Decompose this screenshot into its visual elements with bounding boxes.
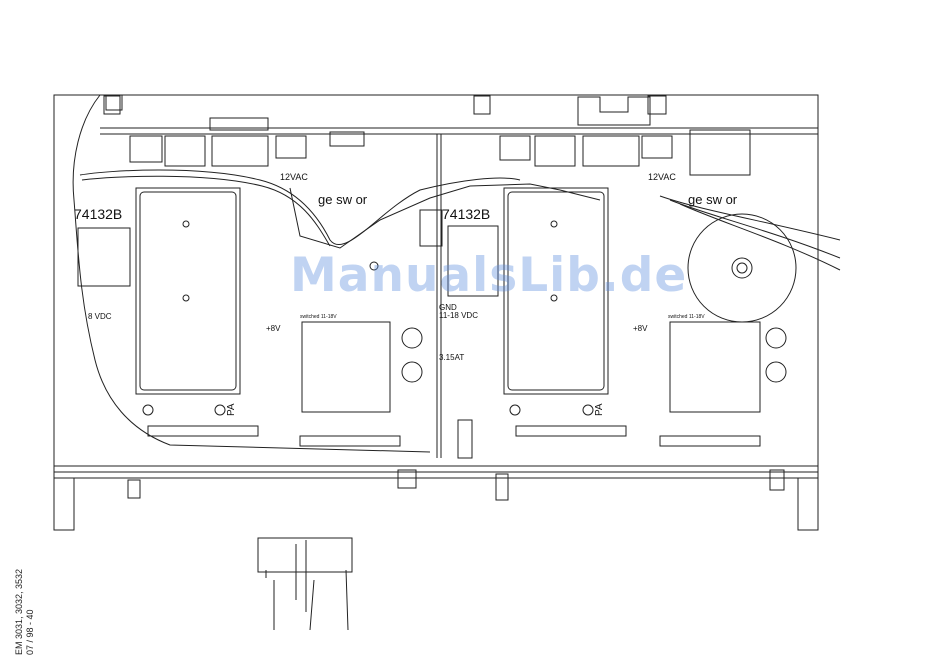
side-caption-line1: EM 3031, 3032, 3532 (14, 569, 25, 655)
left-plus8v-label: +8V (266, 324, 281, 333)
detail-inset (258, 538, 352, 572)
side-caption-line2: 07 / 98 - 40 (25, 569, 36, 655)
right-board-code: 74132B (442, 206, 490, 222)
left-pa-label: PA (226, 403, 237, 416)
right-ge-sw-or-label: ge sw or (688, 192, 738, 207)
side-caption: EM 3031, 3032, 3532 07 / 98 - 40 (14, 569, 36, 655)
chassis-outline (54, 95, 818, 478)
right-heatsink (504, 188, 608, 394)
left-board-code: 74132B (74, 206, 122, 222)
right-switched-label: switched 11-18V (668, 314, 705, 320)
left-ge-sw-or-label: ge sw or (318, 192, 368, 207)
left-12vac-label: 12VAC (280, 172, 308, 182)
mid-vdc-label: 11-18 VDC (439, 311, 478, 320)
left-vdc-label: 8 VDC (88, 312, 112, 321)
fuse-label: 3.15AT (439, 353, 464, 362)
right-plus8v-label: +8V (633, 324, 648, 333)
left-switched-label: switched 11-18V (300, 314, 337, 320)
gnd-label: GND (439, 303, 457, 312)
right-12vac-label: 12VAC (648, 172, 676, 182)
right-pa-label: PA (594, 403, 605, 416)
left-heatsink (136, 188, 240, 394)
toroid-transformer (688, 214, 796, 322)
